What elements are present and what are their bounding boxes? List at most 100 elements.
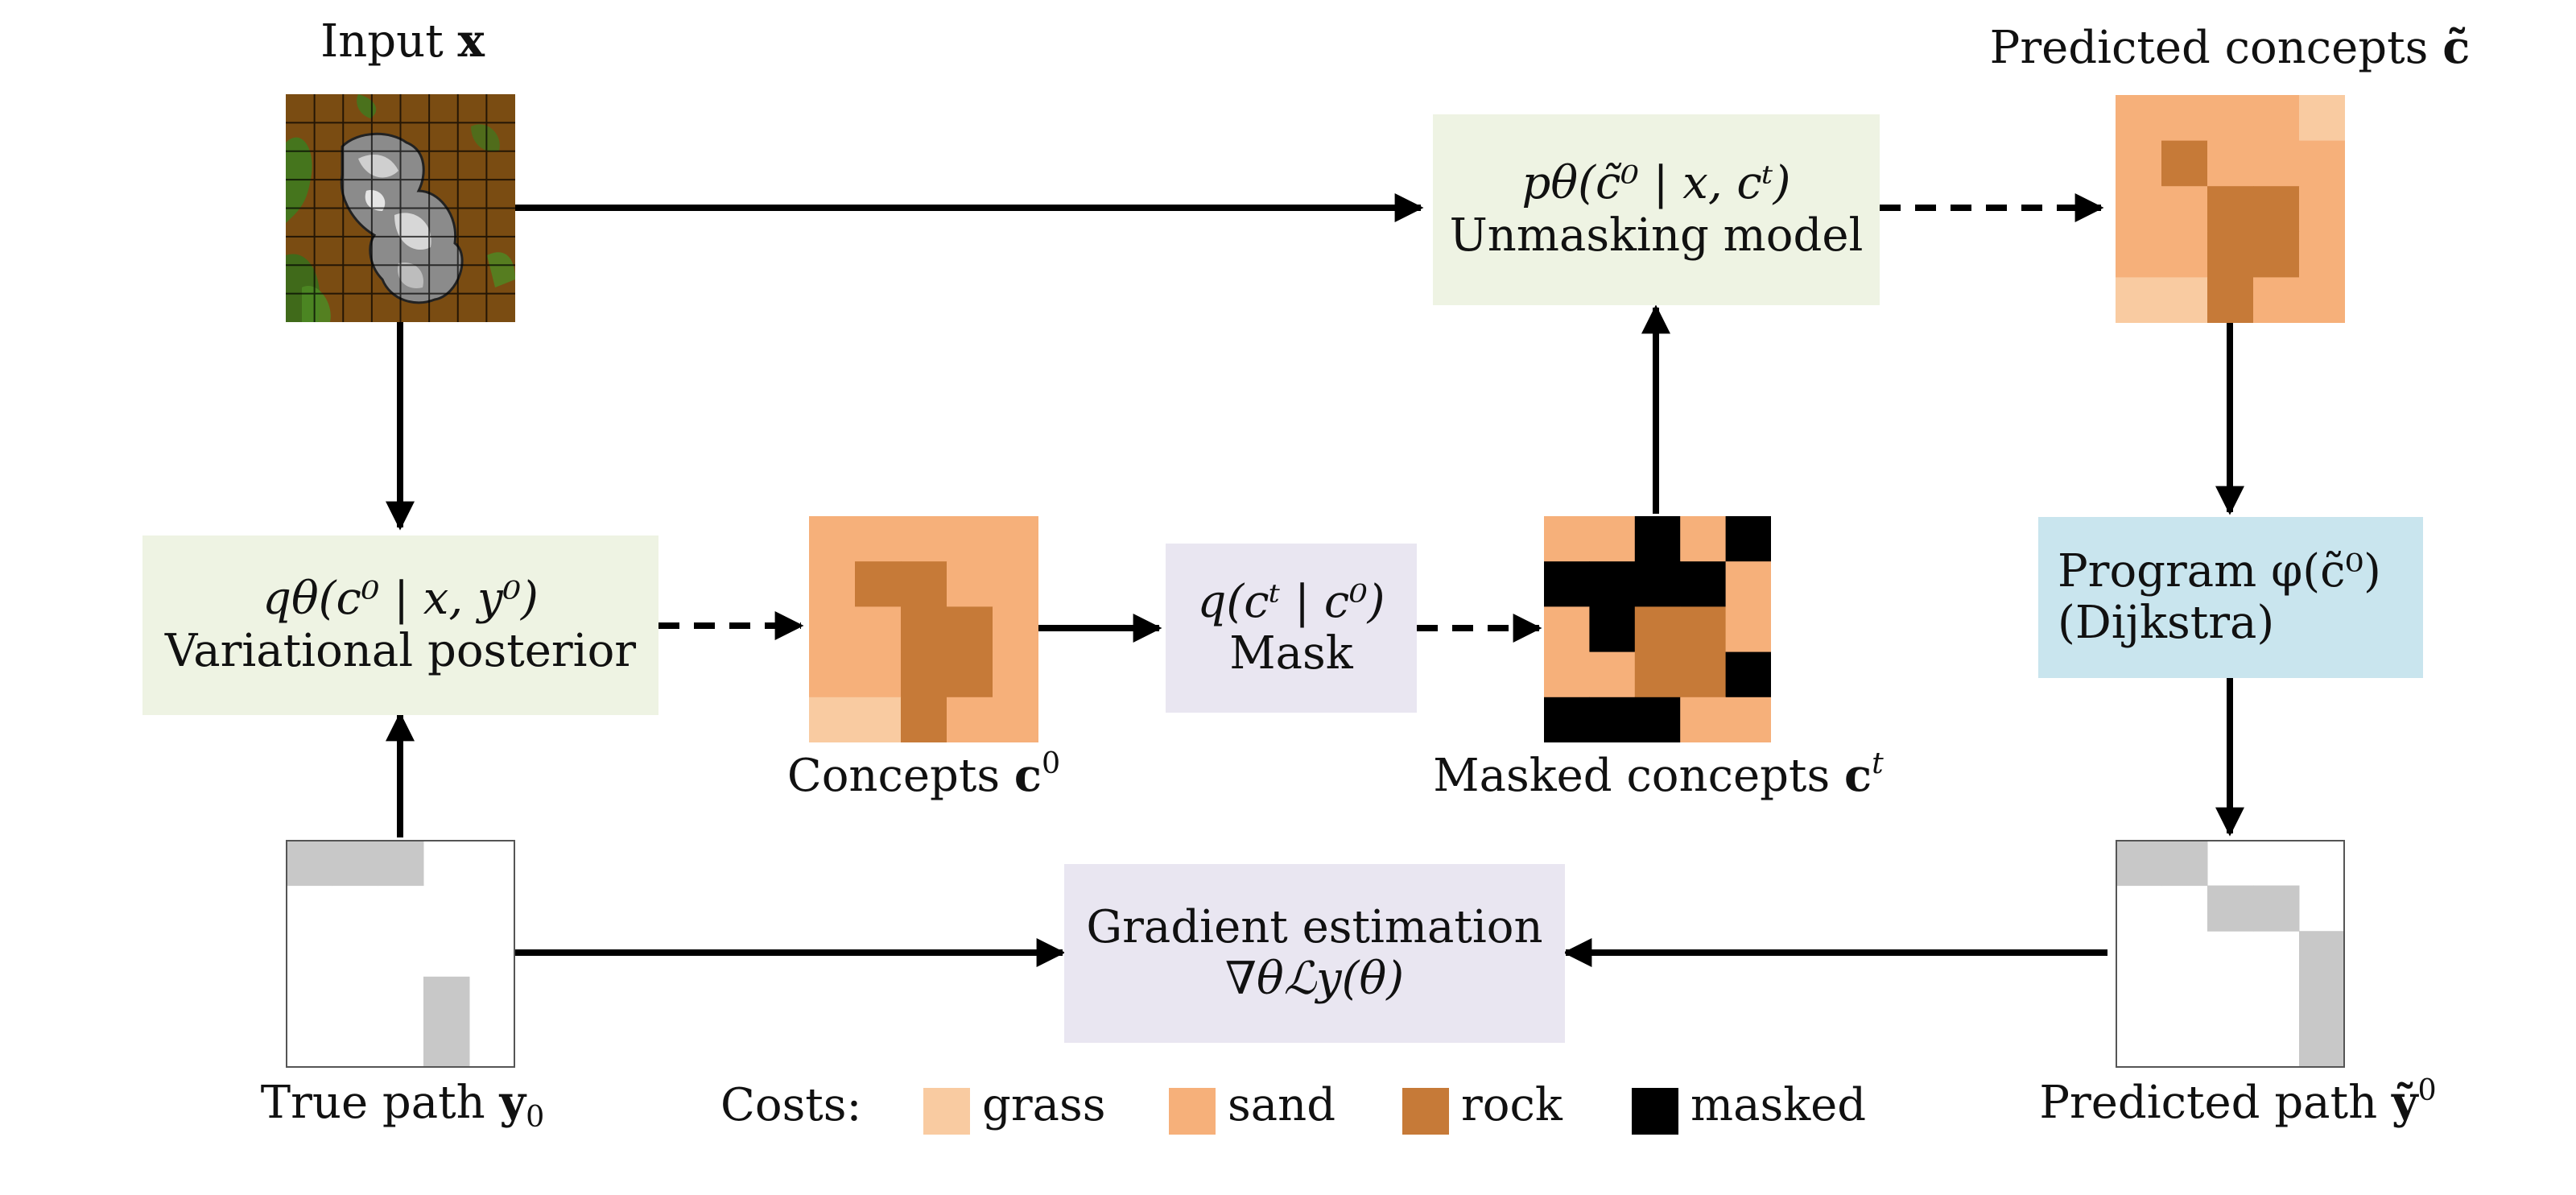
grid-cell: [1589, 697, 1636, 742]
grid-cell: [2207, 231, 2254, 278]
true-path-label-sub: 0: [526, 1098, 545, 1134]
grid-cell: [2299, 95, 2345, 142]
true-path-grid: [286, 840, 515, 1068]
grid-cell: [1725, 516, 1771, 562]
predicted-path-grid: [2116, 840, 2345, 1068]
gradient-estimation-box: Gradient estimation ∇θℒy(θ): [1064, 864, 1565, 1043]
masked-concepts-label-text: Masked concepts: [1433, 750, 1831, 802]
predicted-concepts-label-var: c̃: [2442, 21, 2471, 74]
legend-swatch-rock: [1402, 1088, 1449, 1135]
gradient-formula: ∇θℒy(θ): [1224, 953, 1405, 1005]
grid-cell: [2207, 186, 2254, 233]
gradient-title: Gradient estimation: [1086, 900, 1543, 953]
predicted-concepts-label-text: Predicted concepts: [1989, 22, 2429, 74]
grid-cell: [901, 516, 947, 562]
grid-cell: [1634, 606, 1681, 653]
grid-cell: [2161, 186, 2208, 233]
grid-cell: [993, 561, 1038, 607]
grid-cell: [855, 697, 902, 742]
path-cell: [2207, 885, 2254, 932]
grid-cell: [993, 606, 1038, 653]
predicted-concepts-grid: [2116, 95, 2345, 323]
predicted-concepts-label: Predicted concepts c̃: [1956, 21, 2504, 74]
path-cell: [2299, 931, 2345, 978]
grid-cell: [2116, 95, 2162, 142]
path-cell: [378, 840, 424, 887]
masked-concepts-label: Masked concepts ct: [1401, 746, 1916, 802]
true-path-label: True path y0: [233, 1076, 572, 1131]
unmasking-title: Unmasking model: [1449, 209, 1864, 262]
input-label: Input x: [274, 14, 531, 68]
unmasking-formula: pθ(c̃⁰ | x, cᵗ): [1521, 157, 1791, 210]
path-cell: [286, 840, 332, 887]
grid-cell: [809, 651, 856, 698]
concepts-grid: [809, 516, 1038, 742]
mask-title: Mask: [1229, 627, 1353, 680]
grid-cell: [809, 606, 856, 653]
grid-cell: [901, 697, 947, 742]
grid-cell: [2116, 231, 2162, 278]
grid-cell: [2299, 277, 2345, 323]
grid-cell: [2207, 277, 2254, 323]
path-cell: [332, 840, 378, 887]
grid-cell: [993, 651, 1038, 698]
grid-cell: [1725, 561, 1771, 607]
grid-cell: [1589, 651, 1636, 698]
grid-cell: [1680, 516, 1727, 562]
predicted-path-label-text: Predicted path: [2039, 1077, 2378, 1129]
grid-cell: [1544, 561, 1590, 607]
grid-cell: [2161, 231, 2208, 278]
concepts-label-text: Concepts: [786, 750, 1001, 802]
legend-label-sand: sand: [1228, 1079, 1336, 1131]
legend-title: Costs:: [720, 1079, 862, 1131]
grid-cell: [1634, 516, 1681, 562]
grid-cell: [1544, 516, 1590, 562]
grid-cell: [2299, 186, 2345, 233]
concepts-label: Concepts c0: [765, 748, 1083, 802]
input-label-var: x: [457, 14, 485, 68]
path-cell: [423, 976, 470, 1023]
input-label-text: Input: [320, 15, 444, 68]
grid-cell: [855, 516, 902, 562]
grid-cell: [1589, 606, 1636, 653]
grid-cell: [2253, 277, 2300, 323]
grid-cell: [1634, 697, 1681, 742]
grid-cell: [855, 561, 902, 607]
grid-cell: [2116, 277, 2162, 323]
grid-cell: [2207, 95, 2254, 142]
legend-swatch-masked: [1632, 1088, 1678, 1135]
grid-cell: [1680, 606, 1727, 653]
grid-cell: [809, 516, 856, 562]
masked-concepts-label-sup: t: [1872, 746, 1884, 781]
grid-cell: [809, 561, 856, 607]
path-cell: [2253, 885, 2300, 932]
grid-cell: [2116, 186, 2162, 233]
grid-cell: [901, 651, 947, 698]
predicted-path-label: Predicted path ỹ0: [1996, 1073, 2479, 1129]
predicted-path-label-sup: 0: [2417, 1073, 2437, 1108]
path-cell: [423, 1022, 470, 1068]
posterior-title: Variational posterior: [164, 624, 637, 677]
grid-cell: [947, 561, 993, 607]
grid-cell: [947, 651, 993, 698]
grid-cell: [901, 561, 947, 607]
grid-cell: [2253, 231, 2300, 278]
grid-cell: [1725, 606, 1771, 653]
legend-swatch-grass: [923, 1088, 970, 1135]
legend-label-rock: rock: [1461, 1079, 1563, 1131]
grid-cell: [1544, 697, 1590, 742]
grid-cell: [2161, 95, 2208, 142]
program-title: Program φ(c̃⁰): [2058, 544, 2381, 598]
grid-cell: [1680, 561, 1727, 607]
grid-cell: [855, 651, 902, 698]
posterior-formula: qθ(c⁰ | x, y⁰): [262, 573, 539, 626]
grid-cell: [2207, 140, 2254, 187]
input-image: [286, 94, 515, 322]
grid-cell: [2161, 277, 2208, 323]
grid-cell: [1589, 516, 1636, 562]
grid-cell: [2299, 140, 2345, 187]
mask-formula: q(cᵗ | c⁰): [1197, 575, 1385, 628]
path-grid-border: [2116, 840, 2345, 1068]
path-cell: [2161, 840, 2208, 887]
grid-cell: [2253, 186, 2300, 233]
